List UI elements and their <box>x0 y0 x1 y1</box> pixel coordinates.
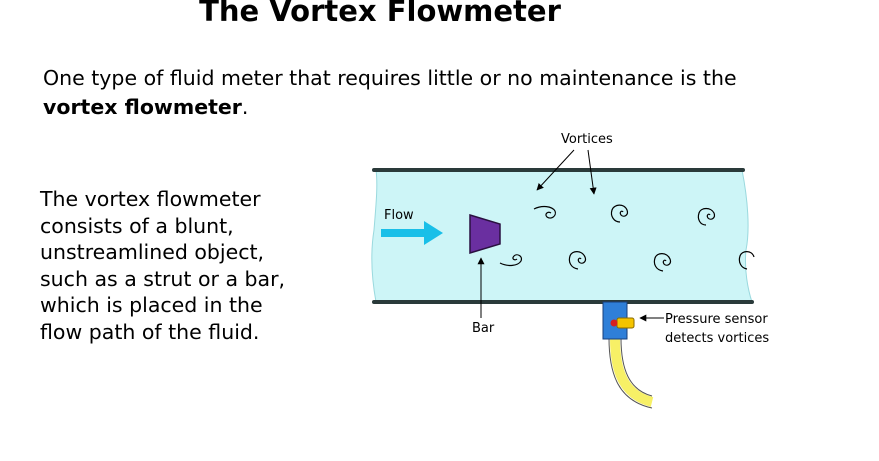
sensor-cable-outline <box>608 337 653 409</box>
vortex-swirl <box>610 204 629 223</box>
vortices-pointer-arrow <box>536 149 575 191</box>
intro-text-end: . <box>241 95 249 119</box>
vortex-swirl <box>653 253 672 272</box>
sensor-cable <box>610 337 654 407</box>
intro-text: One type of fluid meter that requires li… <box>43 66 737 90</box>
intro-emphasis: vortex flowmeter <box>43 95 242 119</box>
intro-paragraph: One type of fluid meter that requires li… <box>43 64 803 122</box>
description-line: which is placed in the <box>40 293 263 317</box>
vortex-swirl <box>499 254 522 267</box>
vortex-swirls <box>499 204 755 272</box>
description-line: The vortex flowmeter <box>40 187 261 211</box>
vortices-pointer-arrow <box>587 149 597 195</box>
sensor-label-line2: detects vortices <box>665 331 769 346</box>
description-line: consists of a blunt, <box>40 213 234 238</box>
vortex-swirl <box>568 251 587 270</box>
sensor-probe <box>616 317 635 329</box>
page-title: The Vortex Flowmeter <box>199 0 561 28</box>
vortex-swirl <box>533 205 556 219</box>
description-line: unstreamlined object, <box>40 240 265 264</box>
bar-label: Bar <box>472 321 495 336</box>
vortices-label: Vortices <box>561 132 613 147</box>
flow-arrow <box>381 221 443 245</box>
sensor-label-line1: Pressure sensor <box>665 312 768 327</box>
vortex-swirl <box>697 207 716 226</box>
sensor-dot <box>610 319 618 327</box>
flow-label: Flow <box>384 208 414 223</box>
description-line: flow path of the fluid. <box>40 319 260 344</box>
vortex-swirl <box>738 251 755 270</box>
bar-body <box>469 213 501 255</box>
description-line: such as a strut or a bar, <box>40 266 286 291</box>
description-paragraph: The vortex flowmeter consists of a blunt… <box>40 186 330 345</box>
